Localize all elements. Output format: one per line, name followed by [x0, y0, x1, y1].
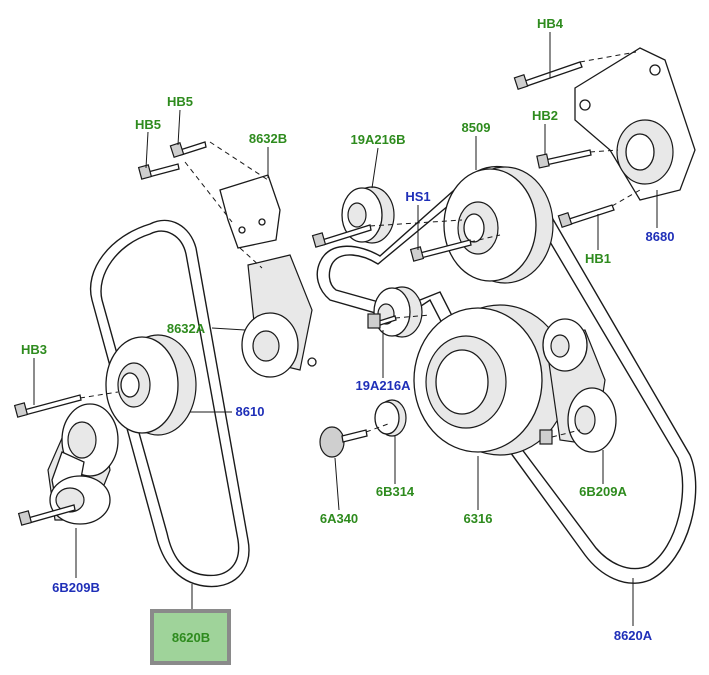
leader-lines: [33, 32, 658, 626]
belt-8620b: [89, 219, 250, 588]
label-6316[interactable]: 6316: [464, 511, 493, 526]
pulley-8509: [443, 166, 554, 284]
bolt-hb5-top: [169, 141, 207, 159]
label-8620b[interactable]: 8620B: [172, 630, 210, 645]
label-6a340[interactable]: 6A340: [320, 511, 358, 526]
label-6b209a[interactable]: 6B209A: [579, 484, 627, 499]
label-19a216b[interactable]: 19A216B: [351, 132, 406, 147]
bolt-hb4: [513, 61, 583, 91]
bolt-hs1: [409, 239, 472, 262]
label-6b209b[interactable]: 6B209B: [52, 580, 100, 595]
label-8680[interactable]: 8680: [646, 229, 675, 244]
label-6b314[interactable]: 6B314: [376, 484, 415, 499]
label-8632b[interactable]: 8632B: [249, 131, 287, 146]
label-hb3[interactable]: HB3: [21, 342, 47, 357]
label-hb2[interactable]: HB2: [532, 108, 558, 123]
bolt-6a340: [319, 426, 368, 458]
label-hs1[interactable]: HS1: [405, 189, 430, 204]
highlight-box-8620b: [150, 609, 231, 665]
assembly-lines: [79, 51, 641, 438]
label-hb5-top[interactable]: HB5: [167, 94, 193, 109]
tensioner-6b209a: [542, 318, 617, 453]
washer-6b314: [374, 399, 407, 437]
label-8632a[interactable]: 8632A: [167, 321, 206, 336]
pulley-6316: [413, 304, 569, 456]
bolt-hb3: [13, 394, 82, 418]
bolt-19a216b: [311, 224, 372, 248]
bracket-8632b: [219, 174, 281, 249]
bolt-hb5-left: [137, 163, 180, 180]
label-8610[interactable]: 8610: [236, 404, 265, 419]
label-hb1[interactable]: HB1: [585, 251, 611, 266]
tensioner-6b209b: [47, 403, 119, 525]
label-8620a[interactable]: 8620A: [614, 628, 653, 643]
label-8509[interactable]: 8509: [462, 120, 491, 135]
idler-19a216a: [373, 286, 423, 338]
tensioner-8632a: [241, 254, 317, 378]
bolt-6b209a: [539, 429, 553, 445]
bolt-hb2: [536, 149, 592, 169]
bracket-8680: [574, 47, 696, 201]
bolt-hb1: [557, 204, 615, 229]
bolt-19a216a: [367, 313, 397, 329]
label-hb4[interactable]: HB4: [537, 16, 564, 31]
label-19a216a[interactable]: 19A216A: [356, 378, 412, 393]
bolt-6b209b: [17, 504, 76, 526]
label-hb5-left[interactable]: HB5: [135, 117, 161, 132]
pulley-8610: [105, 334, 197, 436]
